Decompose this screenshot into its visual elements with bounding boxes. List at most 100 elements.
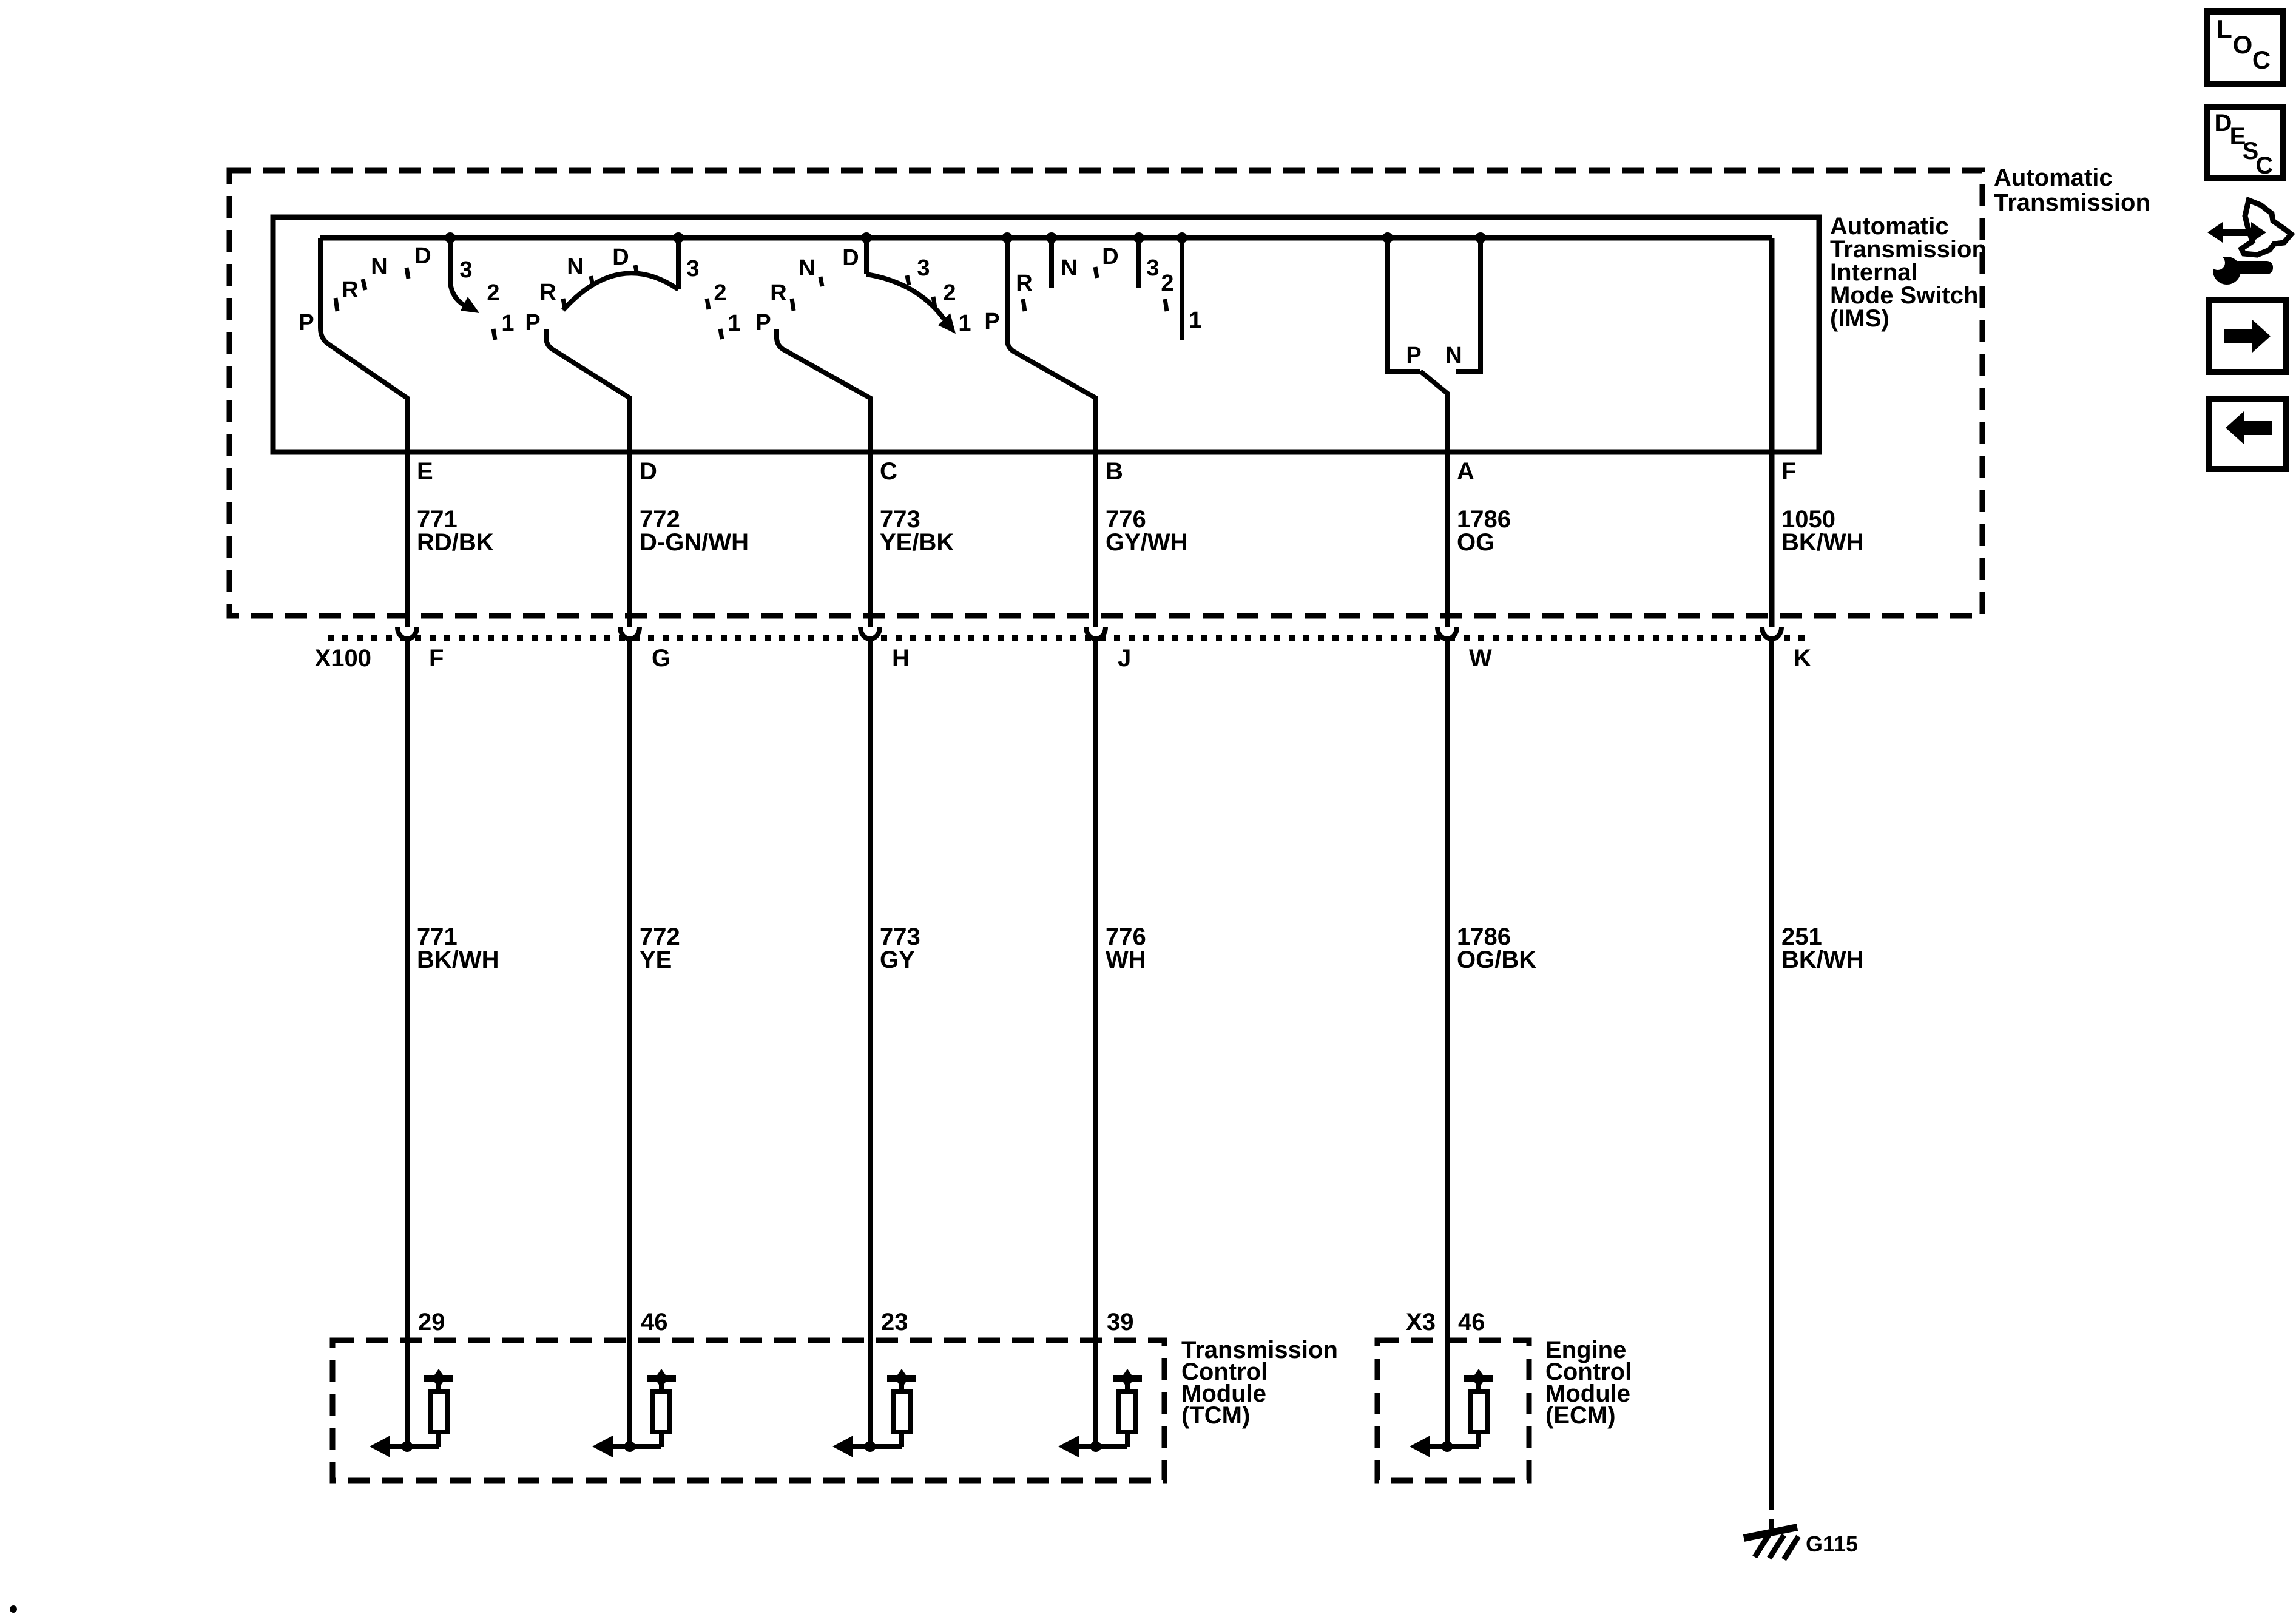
switch1-pos-1: 1 — [501, 311, 514, 336]
switch1-pos-3: 3 — [459, 257, 472, 283]
double-arrow-right-head — [2251, 222, 2266, 243]
switch1-pos-P: P — [299, 310, 314, 336]
wrench-icon — [2210, 255, 2273, 285]
switch3-pos-P: P — [755, 310, 771, 336]
ims-bus — [320, 232, 1775, 633]
lower-wire-segments — [405, 639, 1450, 1447]
ecm-label-line3: Module — [1545, 1380, 1630, 1407]
wire-1786-lower-circuit: 1786 — [1457, 923, 1511, 950]
toolbar: L O C D E S C — [2204, 8, 2295, 472]
page-artifact-dot — [10, 1605, 17, 1613]
switch2-pos-3: 3 — [686, 256, 699, 282]
wire-771-lower-color: BK/WH — [417, 947, 499, 973]
tcm-pin-39: 39 — [1107, 1309, 1134, 1335]
switch5-pos-N: N — [1445, 343, 1462, 368]
wire-776-lower-circuit: 776 — [1106, 923, 1146, 950]
switch2-contact-ticks — [561, 265, 724, 340]
tcm-channel-3 — [832, 1369, 916, 1457]
connector-x100: X100 F G H J W K — [315, 627, 1811, 672]
tcm-label-line1: Transmission — [1181, 1337, 1338, 1363]
desc-button[interactable]: D E S C — [2204, 104, 2286, 181]
next-button[interactable] — [2206, 297, 2289, 375]
wire-776-circuit: 776 — [1106, 506, 1146, 533]
tcm-ch3-arrowhead — [832, 1436, 853, 1457]
switch3-pos-N: N — [799, 255, 815, 281]
ims-pins-and-upper-wires: E D C B A F 771 RD/BK 772 D-GN/WH 773 YE… — [405, 452, 1864, 633]
ecm-label-line4: (ECM) — [1545, 1402, 1616, 1429]
loc-letter-o: O — [2233, 30, 2253, 59]
wire-772-circuit: 772 — [640, 506, 680, 533]
switch3-bridge-arrowhead — [938, 313, 956, 334]
next-arrow-shaft — [2224, 329, 2254, 343]
x100-terminal-cup — [1084, 627, 1108, 641]
next-arrow-head — [2252, 320, 2271, 353]
wire-771-circuit: 771 — [417, 506, 458, 533]
tcm-ch3-junction-dot — [865, 1441, 876, 1452]
loc-button[interactable]: L O C — [2204, 8, 2286, 87]
outer-box-label-line2: Transmission — [1994, 189, 2150, 216]
switch1-pos-D: D — [414, 243, 431, 269]
ims-label-line1: Automatic — [1830, 213, 1949, 240]
switch5-blade — [1419, 369, 1450, 452]
harness-view-button[interactable] — [2207, 196, 2295, 285]
ims-switch-pn: P N — [1385, 238, 1483, 452]
desc-letter-e: E — [2230, 123, 2246, 150]
next-button-box[interactable] — [2206, 297, 2289, 375]
desc-letter-c: C — [2256, 152, 2274, 179]
switch1-wiper — [318, 238, 410, 452]
ims-label-line2: Transmission — [1830, 236, 1987, 263]
x100-terminal-cup — [618, 627, 642, 641]
ims-pin-F: F — [1781, 458, 1796, 485]
tcm-label-line3: Module — [1181, 1380, 1266, 1407]
tcm-channel-1 — [370, 1369, 453, 1457]
ims-switch-3: P R N D 3 2 1 — [755, 238, 971, 452]
x100-pin-G: G — [652, 645, 670, 672]
ims-switch-2: P R N D 3 2 1 — [525, 238, 741, 452]
back-arrow-head — [2226, 411, 2244, 444]
x100-pin-K: K — [1794, 645, 1811, 672]
ecm-ch-arrowhead — [1410, 1436, 1430, 1457]
wire-772-color: D-GN/WH — [640, 529, 749, 556]
switch4-pos-3: 3 — [1146, 255, 1159, 281]
switch2-pos-1: 1 — [728, 311, 740, 336]
back-button-box[interactable] — [2206, 396, 2289, 472]
loc-button-box[interactable] — [2204, 8, 2286, 87]
double-arrow-left-head — [2207, 222, 2223, 243]
x100-terminal-cup — [395, 627, 419, 641]
wire-1050-circuit: 1050 — [1781, 506, 1835, 533]
lower-wires: 771 BK/WH 772 YE 773 GY 776 WH 1786 OG/B… — [405, 639, 1864, 1529]
x100-terminal-cup — [1760, 627, 1784, 641]
wire-773-lower-circuit: 773 — [880, 923, 920, 950]
switch2-pos-P: P — [525, 310, 540, 336]
switch1-contact-ticks — [333, 267, 498, 340]
wire-771-color: RD/BK — [417, 529, 494, 556]
switch2-pos-R: R — [539, 280, 556, 305]
tcm-channel-4 — [1058, 1369, 1142, 1457]
ecm-label-line2: Control — [1545, 1359, 1632, 1385]
tcm-ch1-junction-dot — [402, 1441, 413, 1452]
ecm-channel — [1410, 1369, 1493, 1457]
tcm-ch4-junction-dot — [1090, 1441, 1101, 1452]
ecm-ch-junction-dot — [1442, 1441, 1453, 1452]
ims-label-line4: Mode Switch — [1830, 282, 1978, 309]
ims-switch-4: P R N D 3 2 1 — [984, 238, 1202, 452]
tcm-ch2-junction-dot — [624, 1441, 635, 1452]
desc-button-box[interactable] — [2204, 104, 2286, 181]
wrench-jaw-notch — [2210, 255, 2225, 270]
x100-terminal-cup — [858, 627, 882, 641]
back-button[interactable] — [2206, 396, 2289, 472]
switch1-bridge-arrowhead — [461, 297, 479, 313]
ims-label-line3: Internal — [1830, 259, 1917, 286]
switch2-pos-D: D — [612, 245, 629, 270]
wire-1050-color: BK/WH — [1781, 529, 1864, 556]
switch3-pos-1: 1 — [958, 311, 971, 336]
tcm-ch3-supply-diamond — [895, 1369, 908, 1388]
wire-776-color: GY/WH — [1106, 529, 1188, 556]
ground-hatch-lines — [1752, 1532, 1801, 1561]
desc-letter-d: D — [2215, 110, 2232, 137]
switch1-bridge — [448, 238, 466, 308]
tcm-dashed-box — [329, 1337, 1167, 1484]
switch2-pos-N: N — [567, 254, 583, 280]
tcm-pin-29: 29 — [418, 1309, 445, 1335]
ecm-ch-resistor — [1468, 1389, 1490, 1434]
